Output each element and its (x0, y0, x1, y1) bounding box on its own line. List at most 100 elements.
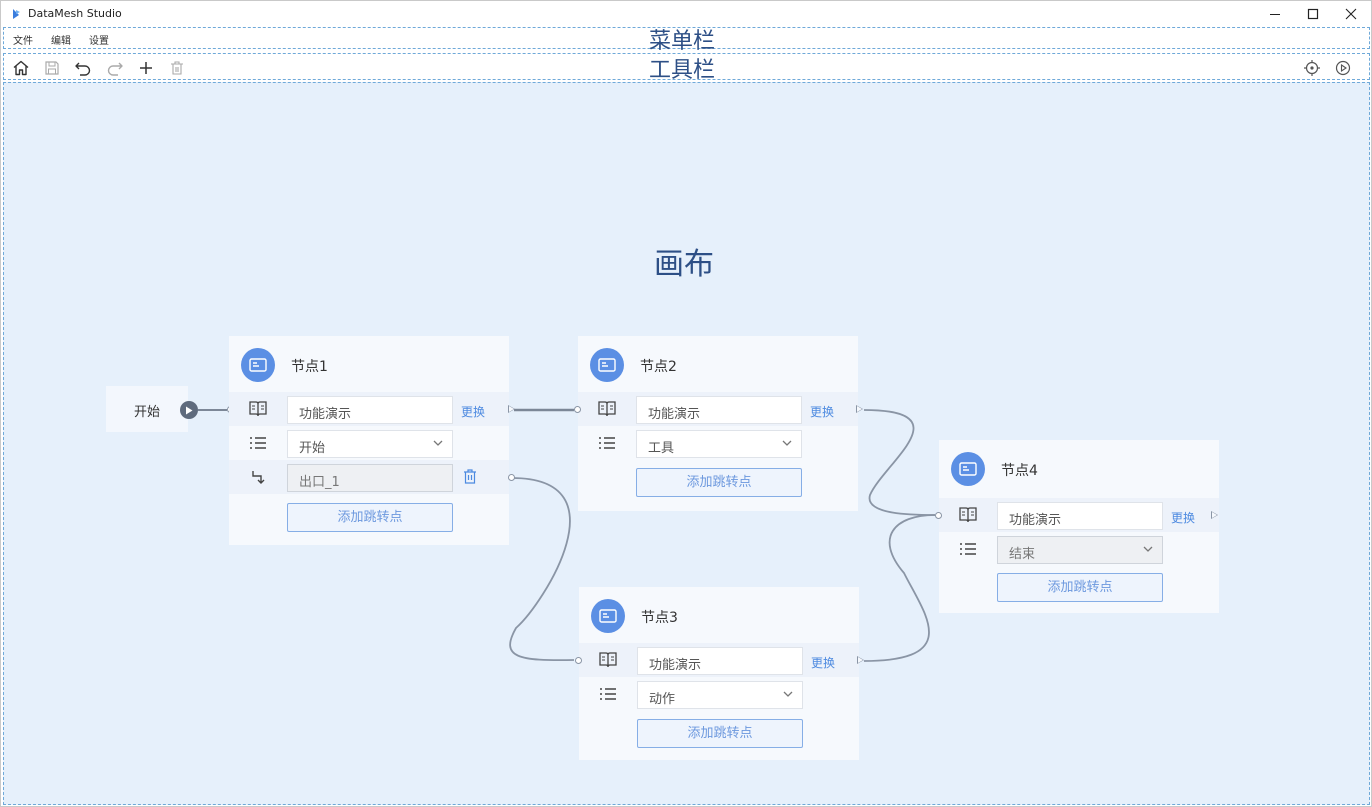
chevron-down-icon (782, 440, 792, 446)
list-icon (247, 433, 269, 453)
dropdown-value: 动作 (649, 692, 676, 707)
delete-button[interactable] (167, 58, 187, 78)
node-select-row: 工具 (578, 426, 858, 460)
node-output-port[interactable] (856, 405, 863, 413)
dropdown-value: 开始 (299, 441, 326, 456)
flow-canvas[interactable]: 画布 开始 节点1 功能演示 更 (3, 82, 1370, 805)
node-function-field[interactable]: 功能演示 (287, 396, 453, 424)
add-jump-point-button[interactable]: 添加跳转点 (287, 503, 453, 532)
node-title: 节点3 (641, 610, 678, 626)
book-icon (596, 399, 618, 419)
add-icon (140, 62, 152, 74)
node-1[interactable]: 节点1 功能演示 更换 开始 出口_1 添加跳转点 (229, 336, 515, 545)
node-select-row: 动作 (579, 677, 859, 711)
save-button[interactable] (42, 58, 62, 78)
book-icon (957, 505, 979, 525)
node-function-row: 功能演示 更换 (229, 392, 515, 426)
toolbar (3, 53, 1370, 80)
dropdown-value: 工具 (648, 441, 675, 456)
maximize-icon (1307, 8, 1319, 20)
start-node[interactable]: 开始 (106, 386, 188, 432)
node-2[interactable]: 节点2 功能演示 更换 工具 添加跳转点 (574, 336, 863, 511)
menu-bar: 文件 编辑 设置 (3, 27, 1370, 49)
node-header: 节点2 (578, 336, 858, 390)
add-jump-point-button[interactable]: 添加跳转点 (636, 468, 802, 497)
node-select-row: 结束 (939, 532, 1219, 566)
node-header: 节点3 (579, 587, 859, 641)
undo-button[interactable] (73, 58, 93, 78)
wire-node1-exit-node3 (509, 477, 575, 662)
node-avatar-icon (241, 348, 275, 382)
add-jump-point-button[interactable]: 添加跳转点 (637, 719, 803, 748)
dropdown-value: 结束 (1009, 547, 1036, 562)
node-4[interactable]: 节点4 功能演示 更换 结束 添加跳转点 (935, 440, 1219, 613)
chevron-down-icon (783, 691, 793, 697)
app-logo-icon (13, 9, 20, 19)
node-select-dropdown[interactable]: 工具 (636, 430, 802, 458)
close-button[interactable] (1331, 1, 1371, 27)
add-button[interactable] (136, 58, 156, 78)
play-icon (1335, 60, 1351, 76)
node-function-field[interactable]: 功能演示 (636, 396, 802, 424)
change-function-link[interactable]: 更换 (810, 405, 835, 419)
chevron-down-icon (433, 440, 443, 446)
node-output-port[interactable] (1211, 511, 1218, 519)
node-avatar-icon (591, 599, 625, 633)
node-input-port[interactable] (575, 657, 582, 664)
chevron-down-icon (1143, 546, 1153, 552)
exit-name-field[interactable]: 出口_1 (287, 464, 453, 492)
node-select-dropdown[interactable]: 开始 (287, 430, 453, 458)
redo-button[interactable] (105, 58, 125, 78)
list-icon (597, 684, 619, 704)
undo-icon (75, 62, 91, 76)
node-avatar-icon (951, 452, 985, 486)
menu-settings[interactable]: 设置 (89, 36, 109, 47)
node-title: 节点2 (640, 359, 677, 375)
wire-node3-node4 (863, 514, 936, 662)
run-button[interactable] (1333, 58, 1353, 78)
book-icon (597, 650, 619, 670)
node-title: 节点4 (1001, 463, 1038, 479)
close-icon (1345, 8, 1357, 20)
list-icon (957, 539, 979, 559)
branch-icon (247, 467, 269, 487)
maximize-button[interactable] (1293, 1, 1333, 27)
exit-output-port[interactable] (508, 474, 515, 481)
node-avatar-icon (590, 348, 624, 382)
locate-button[interactable] (1302, 58, 1322, 78)
home-icon (13, 60, 29, 76)
node-input-port[interactable] (574, 406, 581, 413)
node-function-row: 功能演示 更换 (575, 643, 864, 677)
toolbar-region-label: 工具栏 (649, 58, 716, 83)
minimize-button[interactable] (1255, 1, 1295, 27)
node-select-dropdown[interactable]: 结束 (997, 536, 1163, 564)
node-3[interactable]: 节点3 功能演示 更换 动作 添加跳转点 (575, 587, 864, 760)
home-button[interactable] (11, 58, 31, 78)
node-function-field[interactable]: 功能演示 (637, 647, 803, 675)
change-function-link[interactable]: 更换 (461, 405, 486, 419)
node-function-field[interactable]: 功能演示 (997, 502, 1163, 530)
trash-icon[interactable] (463, 469, 477, 488)
menubar-region-label: 菜单栏 (649, 29, 716, 54)
node-title: 节点1 (291, 359, 328, 375)
node-function-row: 功能演示 更换 (574, 392, 863, 426)
add-jump-point-button[interactable]: 添加跳转点 (997, 573, 1163, 602)
node-header: 节点4 (939, 440, 1219, 494)
start-play-icon[interactable] (180, 401, 198, 419)
node-output-port[interactable] (508, 405, 515, 413)
app-title: DataMesh Studio (28, 7, 122, 20)
menu-file[interactable]: 文件 (13, 36, 33, 47)
menu-edit[interactable]: 编辑 (51, 36, 71, 47)
change-function-link[interactable]: 更换 (811, 656, 836, 670)
minimize-icon (1270, 14, 1280, 15)
locate-icon (1304, 60, 1320, 76)
redo-icon (107, 62, 123, 76)
node-select-dropdown[interactable]: 动作 (637, 681, 803, 709)
change-function-link[interactable]: 更换 (1171, 511, 1196, 525)
node-input-port[interactable] (935, 512, 942, 519)
node-output-port[interactable] (857, 656, 864, 664)
wire-node2-node4 (863, 409, 936, 516)
list-icon (596, 433, 618, 453)
node-select-row: 开始 (229, 426, 509, 460)
title-bar: DataMesh Studio (1, 1, 1371, 27)
